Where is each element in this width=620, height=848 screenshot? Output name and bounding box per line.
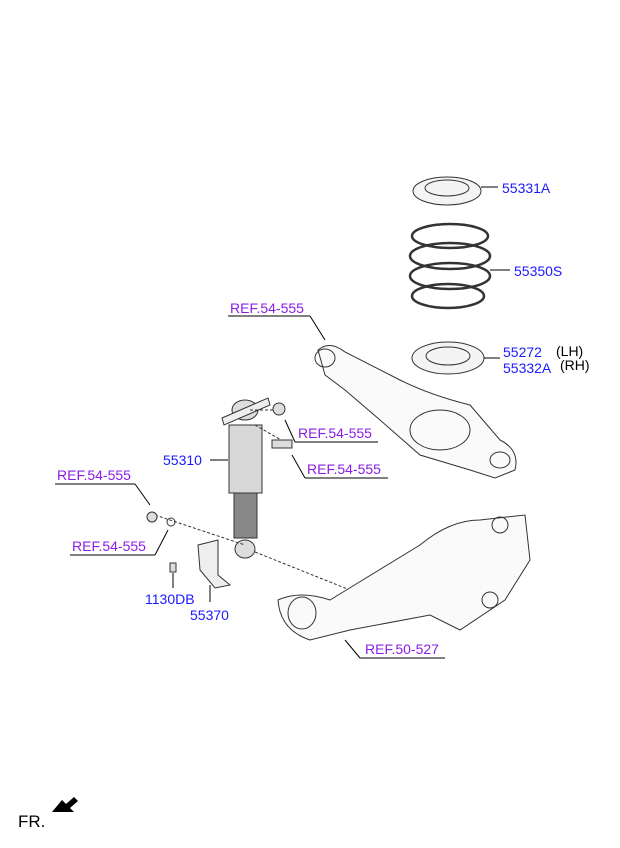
part-label-55331A[interactable]: 55331A [502, 180, 551, 196]
nut-upper [272, 402, 286, 416]
ref-link-nut-upper[interactable]: REF.54-555 [298, 425, 372, 441]
ref-link-nut-left[interactable]: REF.54-555 [57, 467, 131, 483]
nut-left [146, 511, 158, 523]
part-label-55272[interactable]: 55272 [503, 344, 542, 360]
bolt [271, 439, 293, 449]
knuckle-assembly [277, 514, 531, 641]
bolt-small [169, 562, 177, 573]
lower-control-arm [314, 345, 517, 479]
bracket [197, 539, 232, 589]
side-label-rh: (RH) [560, 357, 590, 373]
lower-spring-pad [411, 341, 485, 375]
part-label-55350S[interactable]: 55350S [514, 263, 563, 279]
part-label-55332A[interactable]: 55332A [503, 360, 552, 376]
part-label-55310[interactable]: 55310 [163, 452, 202, 468]
part-label-55370[interactable]: 55370 [190, 607, 229, 623]
ref-link-washer-left[interactable]: REF.54-555 [72, 538, 146, 554]
ref-link-knuckle[interactable]: REF.50-527 [365, 641, 439, 657]
front-direction-label: FR. [18, 812, 46, 831]
shock-absorber [154, 397, 351, 591]
washer-left [166, 517, 176, 527]
ref-link-arm[interactable]: REF.54-555 [230, 300, 304, 316]
part-label-1130DB[interactable]: 1130DB [145, 591, 195, 607]
side-label-lh: (LH) [556, 343, 584, 359]
front-direction-arrow-icon [52, 797, 78, 812]
coil-spring [408, 222, 492, 310]
ref-link-bolt[interactable]: REF.54-555 [307, 461, 381, 477]
upper-spring-seat [412, 176, 482, 206]
